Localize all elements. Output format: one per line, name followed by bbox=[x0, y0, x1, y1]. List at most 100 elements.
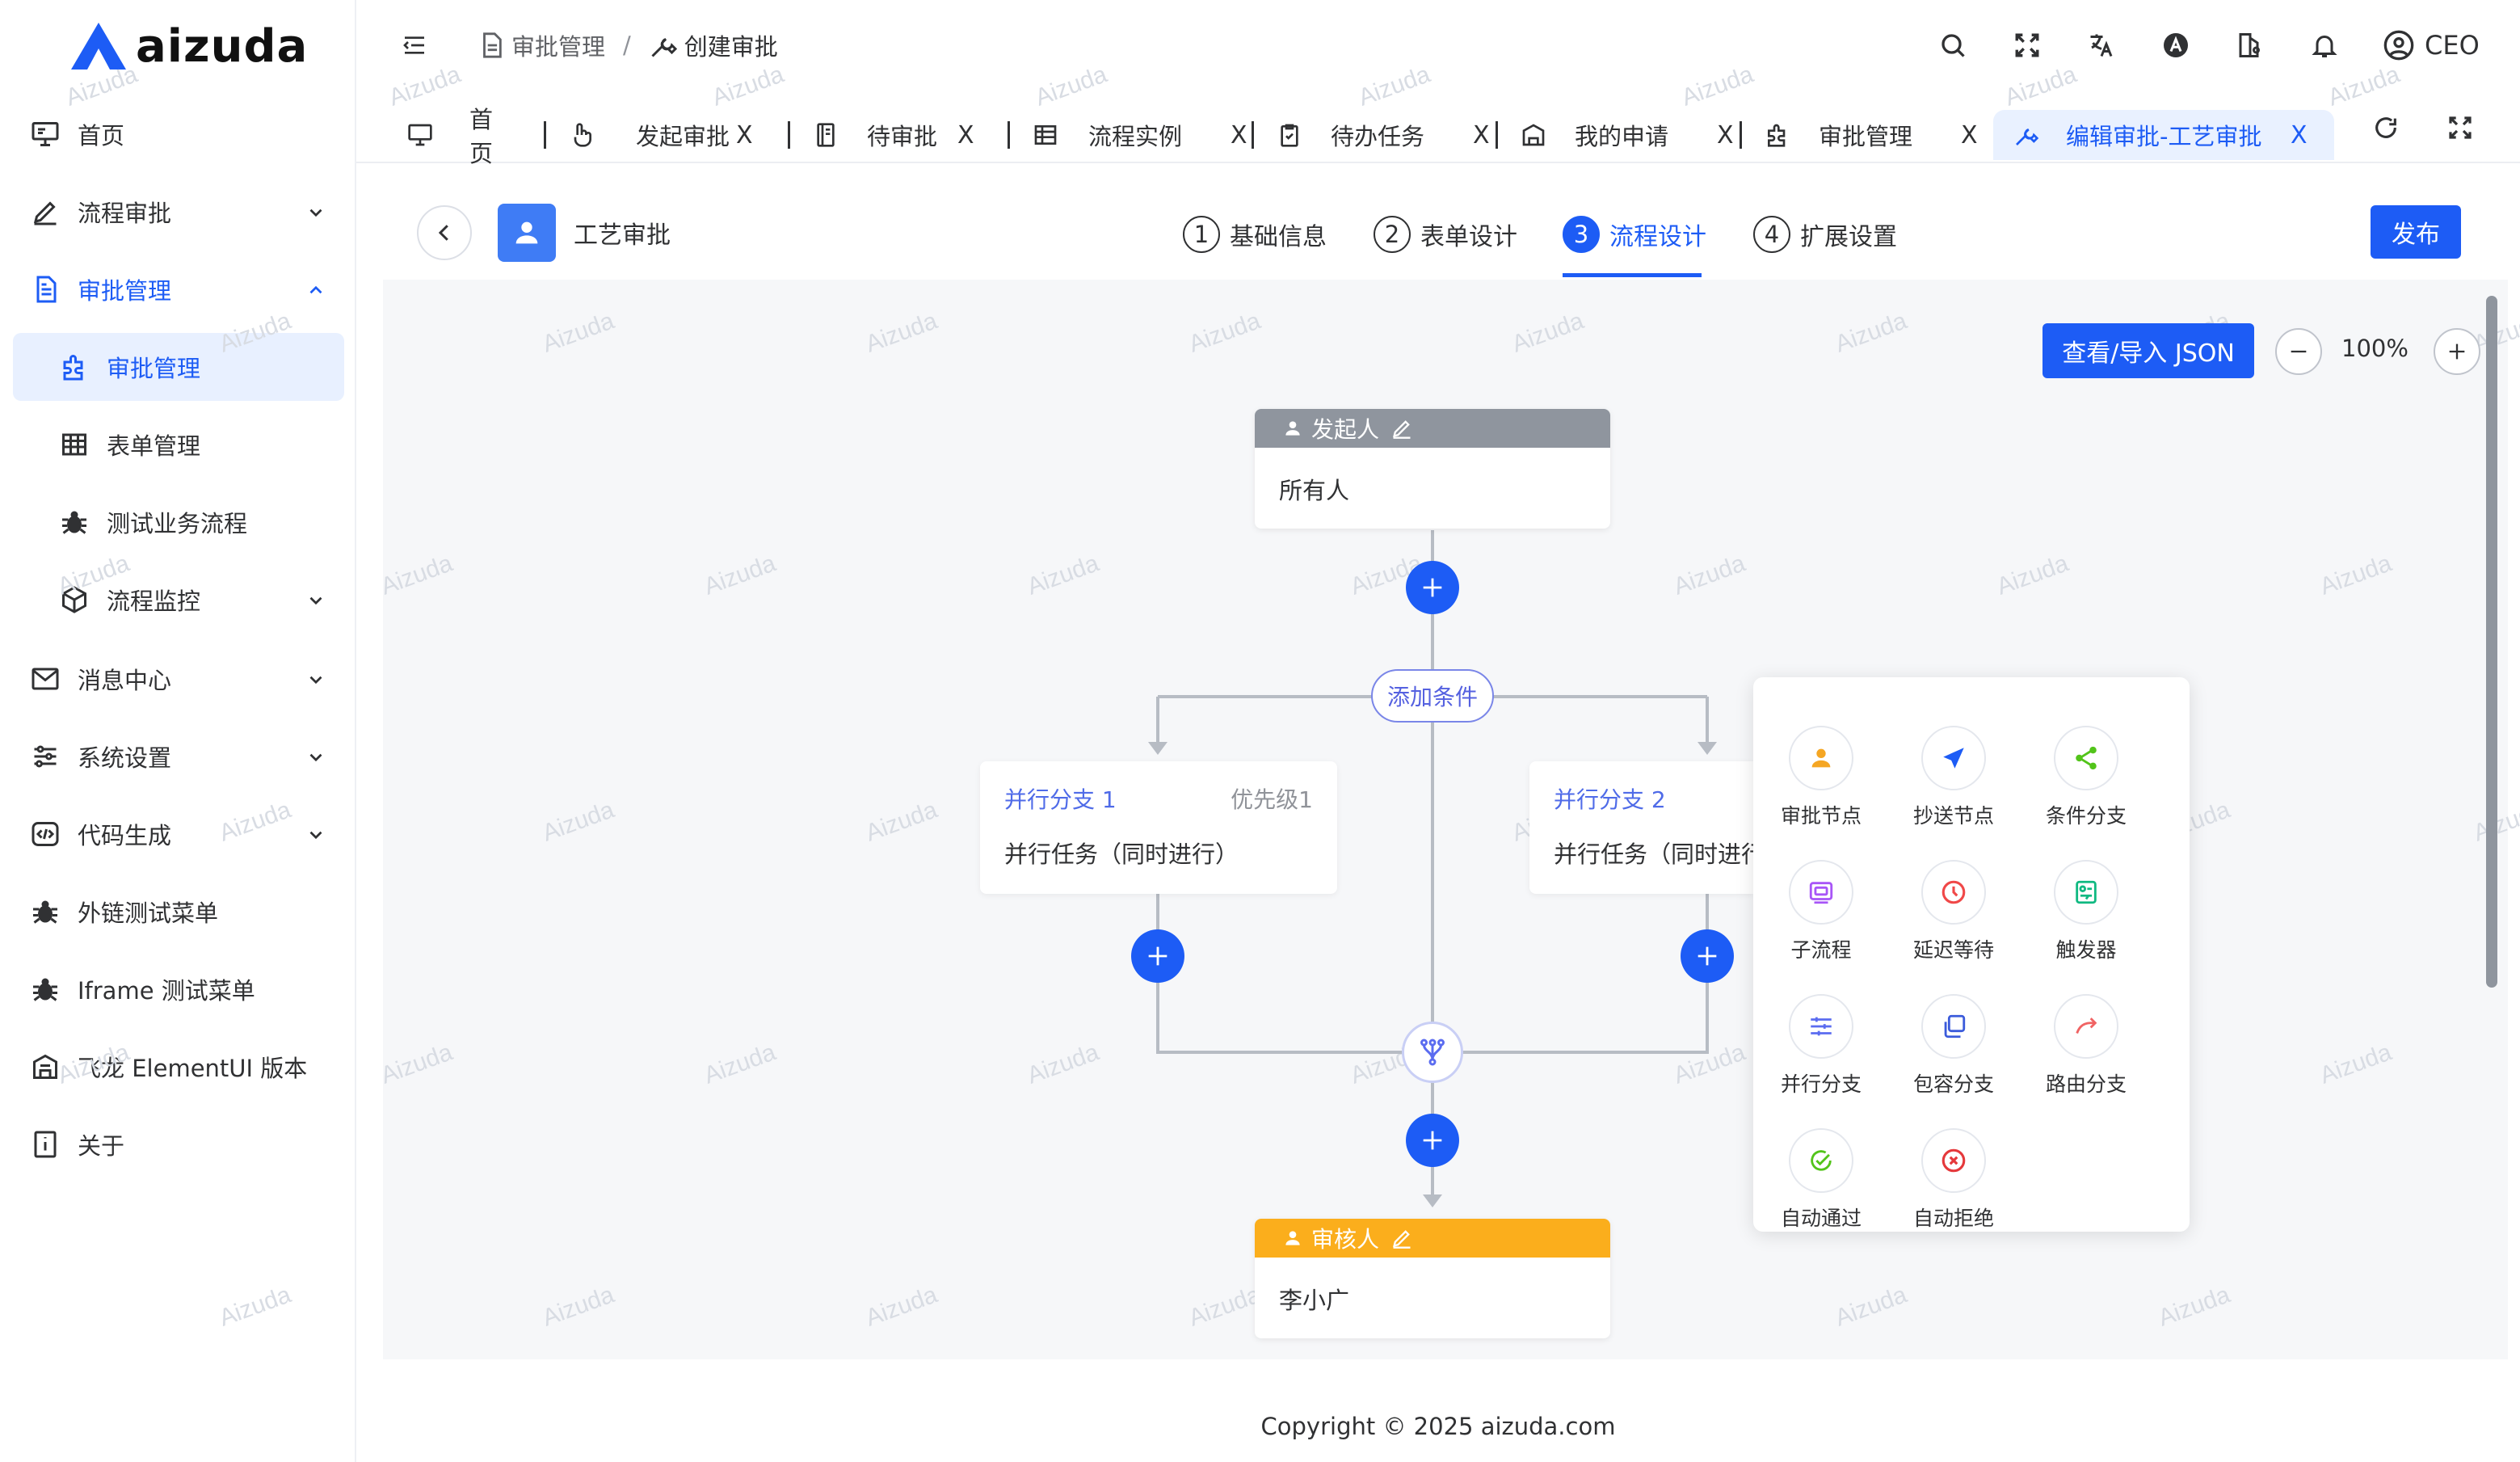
tab-separator bbox=[788, 121, 790, 149]
sidebar-item-approval-management[interactable]: 审批管理 bbox=[13, 255, 344, 323]
tab-close-button[interactable]: X bbox=[1961, 120, 1978, 150]
tab-my-applications[interactable]: 我的申请 X bbox=[1518, 110, 1752, 160]
tab-process-instance[interactable]: 流程实例 X bbox=[1030, 110, 1264, 160]
add-node-button[interactable] bbox=[1406, 1114, 1459, 1167]
sidebar-item-code-generation[interactable]: 代码生成 bbox=[13, 800, 344, 868]
approver-node[interactable]: 审核人 李小广 bbox=[1255, 1219, 1610, 1338]
sidebar-item-message-center[interactable]: 消息中心 bbox=[13, 645, 344, 713]
breadcrumb-item[interactable]: 审批管理 bbox=[511, 33, 606, 61]
tab-label: 编辑审批-工艺审批 bbox=[2066, 123, 2262, 150]
sidebar-item-process-approval[interactable]: 流程审批 bbox=[13, 178, 344, 246]
node-type-approval[interactable]: 审批节点 bbox=[1765, 700, 1878, 828]
tab-start-approval[interactable]: 发起审批 X bbox=[566, 110, 760, 160]
plus-icon bbox=[1423, 578, 1442, 597]
tab-todo-tasks[interactable]: 待办任务 X bbox=[1274, 110, 1508, 160]
view-import-json-button[interactable]: 查看/导入 JSON bbox=[2043, 323, 2254, 378]
starter-node-header: 发起人 bbox=[1255, 409, 1610, 448]
parallel-branch-2[interactable]: 并行分支 2 并行任务（同时进行 bbox=[1529, 761, 1753, 894]
tab-close-button[interactable]: X bbox=[2291, 120, 2308, 150]
node-type-trigger[interactable]: 触发器 bbox=[2030, 834, 2143, 962]
step-number: 4 bbox=[1753, 216, 1790, 253]
sidebar-item-external-link-test[interactable]: 外链测试菜单 bbox=[13, 878, 344, 946]
tab-close-button[interactable]: X bbox=[957, 120, 974, 150]
breadcrumb: 审批管理 / 创建审批 bbox=[477, 27, 778, 63]
node-type-subprocess[interactable]: 子流程 bbox=[1765, 834, 1878, 962]
maximize-icon[interactable] bbox=[2442, 110, 2478, 145]
menu-fold-icon[interactable] bbox=[397, 27, 432, 63]
tab-close-button[interactable]: X bbox=[1717, 120, 1734, 150]
search-icon[interactable] bbox=[1935, 27, 1971, 63]
step-number: 2 bbox=[1374, 216, 1411, 253]
refresh-icon[interactable] bbox=[2368, 110, 2404, 145]
step-basic-info[interactable]: 1 基础信息 bbox=[1183, 212, 1327, 257]
canvas-scrollbar[interactable] bbox=[2486, 296, 2497, 988]
merge-icon bbox=[1420, 1039, 1445, 1066]
sidebar-item-approval-management-sub[interactable]: 审批管理 bbox=[13, 333, 344, 401]
fullscreen-icon[interactable] bbox=[2009, 27, 2045, 63]
zoom-in-button[interactable] bbox=[2434, 328, 2480, 375]
tab-edit-approval-process[interactable]: 编辑审批-工艺审批 X bbox=[1993, 110, 2334, 160]
translate-icon[interactable] bbox=[2084, 27, 2119, 63]
node-type-route-branch[interactable]: 路由分支 bbox=[2030, 968, 2143, 1096]
node-type-parallel-branch[interactable]: 并行分支 bbox=[1765, 968, 1878, 1096]
step-extended-settings[interactable]: 4 扩展设置 bbox=[1753, 212, 1897, 257]
brand-name: aizuda bbox=[136, 19, 309, 73]
sidebar-item-feilong-elementui[interactable]: 飞龙 ElementUI 版本 bbox=[13, 1033, 344, 1101]
step-form-design[interactable]: 2 表单设计 bbox=[1374, 212, 1517, 257]
sidebar-item-system-settings[interactable]: 系统设置 bbox=[13, 723, 344, 790]
tabs-bar: 首页 发起审批 X 待审批 X 流程实例 X 待办任务 X 我的申请 X 审批管… bbox=[356, 91, 2520, 167]
node-type-inclusive-branch[interactable]: 包容分支 bbox=[1897, 968, 2010, 1096]
sidebar-item-test-business-flow[interactable]: 测试业务流程 bbox=[13, 488, 344, 556]
user-name[interactable]: CEO bbox=[2425, 30, 2480, 61]
edit-icon[interactable] bbox=[1390, 417, 1413, 440]
tab-close-button[interactable]: X bbox=[1473, 120, 1490, 150]
edit-icon[interactable] bbox=[1390, 1227, 1413, 1249]
sidebar-item-form-management[interactable]: 表单管理 bbox=[13, 411, 344, 478]
add-node-button[interactable] bbox=[1406, 561, 1459, 614]
monitor-icon bbox=[29, 118, 61, 150]
bell-icon[interactable] bbox=[2307, 27, 2342, 63]
chevron-up-icon bbox=[309, 285, 322, 294]
node-type-condition-branch[interactable]: 条件分支 bbox=[2030, 700, 2143, 828]
user-circle-icon[interactable] bbox=[2381, 27, 2417, 63]
tab-separator bbox=[544, 121, 546, 149]
step-process-design[interactable]: 3 流程设计 bbox=[1563, 212, 1706, 257]
tab-approval-management[interactable]: 审批管理 X bbox=[1762, 110, 1996, 160]
add-node-popup: 审批节点 抄送节点 条件分支 子流程 延迟等待 触发器 并行分支 包容分支 路由… bbox=[1753, 677, 2190, 1232]
clipboard-check-icon bbox=[1274, 120, 1305, 150]
chevron-down-icon bbox=[309, 596, 322, 605]
starter-node[interactable]: 发起人 所有人 bbox=[1255, 409, 1610, 529]
back-button[interactable] bbox=[417, 205, 472, 260]
tab-home[interactable]: 首页 bbox=[405, 106, 510, 167]
sidebar-item-iframe-test[interactable]: Iframe 测试菜单 bbox=[13, 955, 344, 1023]
route-icon bbox=[2054, 994, 2118, 1059]
tab-close-button[interactable]: X bbox=[736, 120, 753, 150]
tab-label: 待审批 bbox=[867, 123, 938, 150]
zoom-out-button[interactable] bbox=[2275, 328, 2322, 375]
tab-close-button[interactable]: X bbox=[1231, 120, 1247, 150]
node-type-label: 自动通过 bbox=[1780, 1207, 1862, 1230]
sliders-icon bbox=[29, 740, 61, 773]
theme-icon[interactable] bbox=[2158, 27, 2194, 63]
node-type-auto-reject[interactable]: 自动拒绝 bbox=[1897, 1102, 2010, 1230]
parallel-branch-1[interactable]: 并行分支 1 优先级1 并行任务（同时进行） bbox=[980, 761, 1337, 894]
step-label: 流程设计 bbox=[1609, 223, 1706, 251]
sidebar-item-process-monitor[interactable]: 流程监控 bbox=[13, 566, 344, 634]
node-type-cc[interactable]: 抄送节点 bbox=[1897, 700, 2010, 828]
branch-merge-node[interactable] bbox=[1402, 1022, 1463, 1083]
node-type-auto-approve[interactable]: 自动通过 bbox=[1765, 1102, 1878, 1230]
brand-logo[interactable]: aizuda bbox=[69, 18, 308, 74]
layout-icon[interactable] bbox=[2232, 27, 2268, 63]
add-node-button[interactable] bbox=[1131, 929, 1184, 983]
sidebar-item-about[interactable]: 关于 bbox=[13, 1110, 344, 1178]
sidebar-item-home[interactable]: 首页 bbox=[13, 100, 344, 168]
step-label: 扩展设置 bbox=[1800, 223, 1897, 251]
publish-button[interactable]: 发布 bbox=[2371, 205, 2461, 259]
add-condition-button[interactable]: 添加条件 bbox=[1371, 669, 1494, 723]
node-type-delay-wait[interactable]: 延迟等待 bbox=[1897, 834, 2010, 962]
add-node-button[interactable] bbox=[1681, 929, 1734, 983]
aizuda-logo-icon bbox=[71, 23, 126, 70]
node-type-label: 并行分支 bbox=[1780, 1072, 1862, 1096]
tab-pending-approval[interactable]: 待审批 X bbox=[810, 110, 1012, 160]
node-type-label: 审批节点 bbox=[1780, 804, 1862, 828]
